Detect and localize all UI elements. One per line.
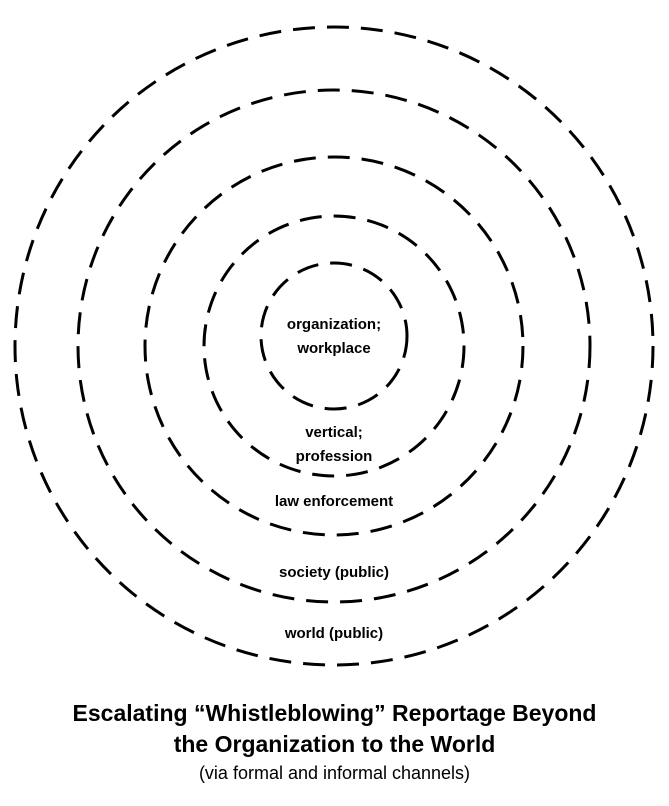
ring-law-enforcement [143,155,525,537]
society-label: society (public) [279,564,389,581]
workplace-label: workplace [296,340,370,357]
organization-label: organization; [287,316,381,333]
law-enforcement-label: law enforcement [275,493,393,510]
vertical-label: vertical; [305,424,363,441]
ring-society [76,88,592,604]
concentric-rings-diagram: organization; workplace vertical; profes… [13,25,655,667]
figure-title: Escalating “Whistleblowing” Reportage Be… [0,698,669,760]
profession-label: profession [296,448,373,465]
ring-organization-workplace [259,261,409,411]
ring-labels: organization; workplace vertical; profes… [275,316,393,642]
figure-title-line-2: the Organization to the World [173,731,496,757]
ring-circles [13,25,655,667]
ring-vertical-profession [202,214,466,478]
world-label: world (public) [284,625,383,642]
figure-subtitle: (via formal and informal channels) [198,763,471,783]
figure-title-line-1: Escalating “Whistleblowing” Reportage Be… [72,700,597,726]
ring-world [13,25,655,667]
